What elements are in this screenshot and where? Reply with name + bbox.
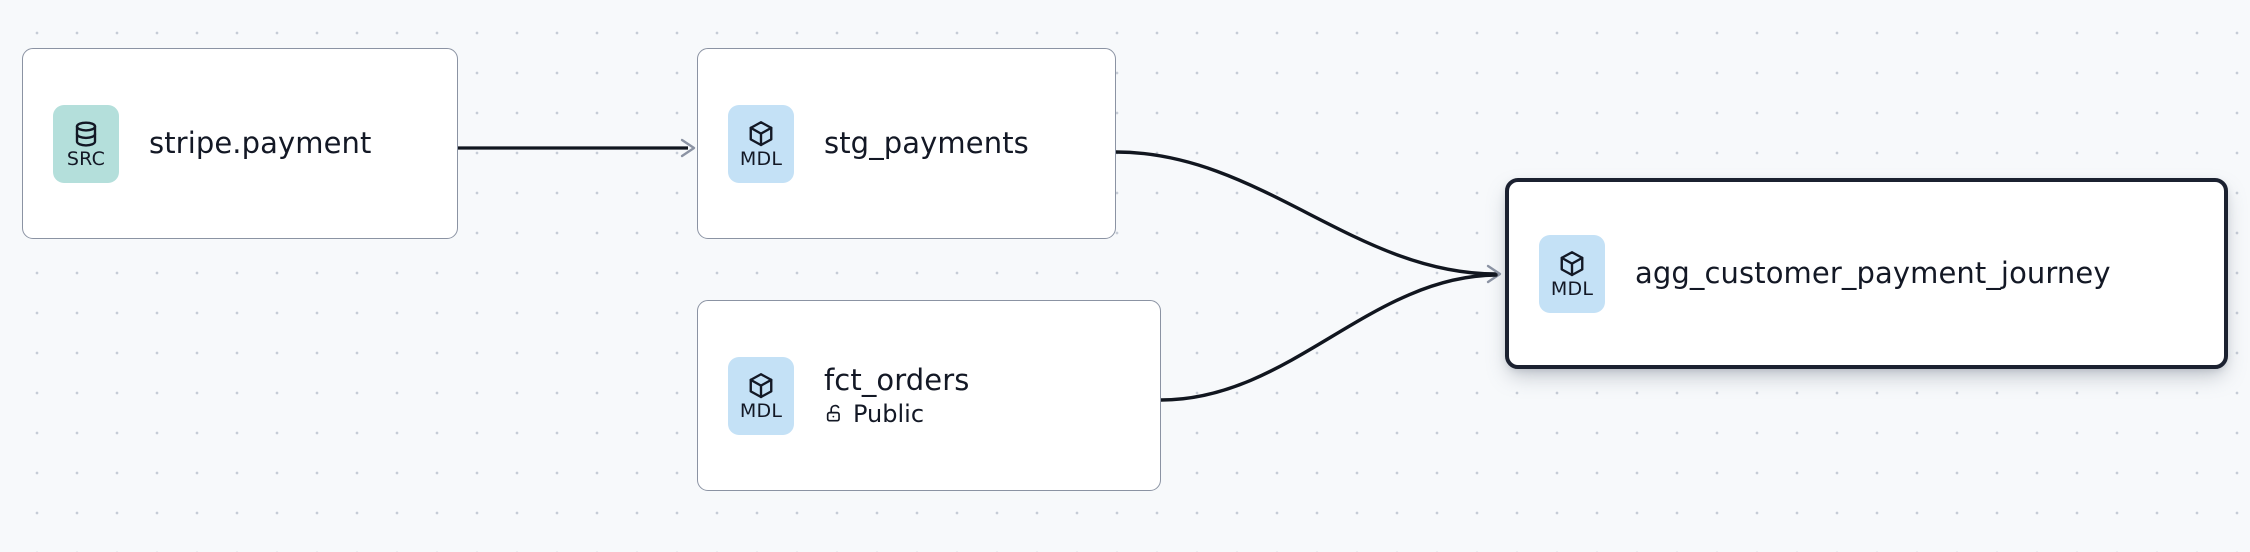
lineage-node-agg-customer-payment-journey[interactable]: MDL agg_customer_payment_journey (1505, 178, 2228, 369)
node-type-label: MDL (1550, 277, 1594, 300)
edge-stripe-payment-to-stg-payments (458, 138, 696, 158)
cube-icon (746, 371, 776, 401)
lineage-node-fct-orders[interactable]: MDL fct_orders Public (697, 300, 1161, 491)
lineage-node-stg-payments[interactable]: MDL stg_payments (697, 48, 1116, 239)
edge-fct-orders-to-agg-journey (1159, 273, 1498, 402)
lineage-node-stripe-payment[interactable]: SRC stripe.payment (22, 48, 458, 239)
node-body: stripe.payment (149, 126, 372, 161)
node-visibility-label: Public (853, 399, 925, 428)
cube-icon (1557, 249, 1587, 279)
node-body: stg_payments (824, 126, 1029, 161)
node-type-badge-mdl: MDL (728, 104, 794, 183)
unlock-icon (824, 403, 845, 424)
node-title: agg_customer_payment_journey (1635, 256, 2111, 291)
node-title: stg_payments (824, 126, 1029, 161)
database-icon (71, 119, 101, 149)
node-body: fct_orders Public (824, 364, 969, 427)
node-body: agg_customer_payment_journey (1635, 256, 2111, 291)
node-visibility: Public (824, 399, 969, 428)
node-type-badge-src: SRC (53, 104, 119, 183)
node-type-badge-mdl: MDL (1539, 234, 1605, 313)
cube-icon (746, 119, 776, 149)
node-type-label: MDL (739, 147, 783, 170)
node-type-label: SRC (66, 147, 106, 170)
node-title: fct_orders (824, 363, 970, 398)
edge-stg-payments-to-agg-journey (1114, 150, 1502, 284)
node-title: stripe.payment (149, 126, 372, 161)
node-type-label: MDL (739, 399, 783, 422)
node-type-badge-mdl: MDL (728, 356, 794, 435)
